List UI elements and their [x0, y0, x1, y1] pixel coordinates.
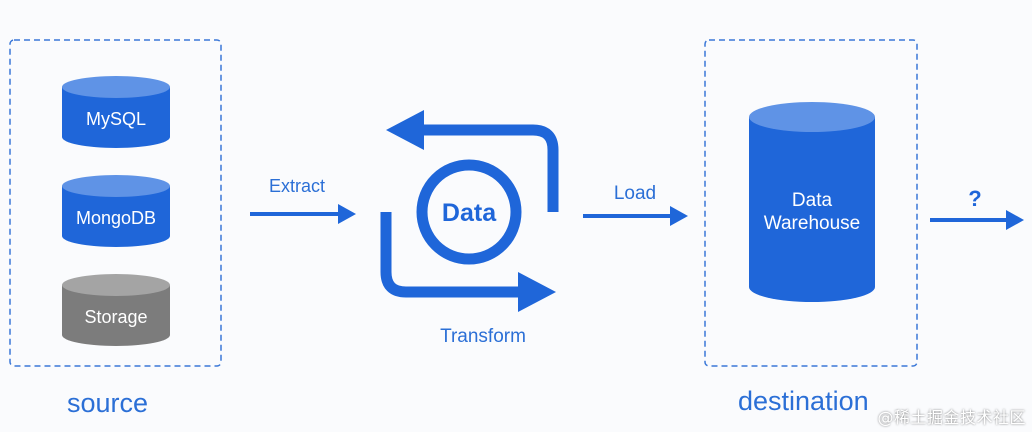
data-warehouse-icon: Data Warehouse [749, 102, 875, 302]
load-label: Load [614, 183, 656, 204]
transform-center-label: Data [442, 199, 497, 227]
destination-title: destination [738, 386, 869, 416]
load-arrow-icon [583, 206, 688, 226]
transform-cycle-icon [380, 110, 559, 312]
mysql-label: MySQL [86, 109, 146, 129]
source-title: source [67, 388, 149, 418]
mysql-database-icon: MySQL [62, 76, 170, 148]
next-step-arrow-icon [930, 210, 1024, 230]
warehouse-label-line1: Data [792, 190, 833, 211]
mongodb-database-icon: MongoDB [62, 175, 170, 247]
source-box [9, 39, 222, 367]
warehouse-label-line2: Warehouse [764, 213, 860, 234]
storage-label: Storage [84, 307, 147, 327]
watermark: @稀土掘金技术社区 [877, 408, 1026, 427]
mongodb-label: MongoDB [76, 208, 156, 228]
transform-label: Transform [440, 326, 526, 347]
extract-arrow-icon [250, 204, 356, 224]
extract-label: Extract [269, 176, 325, 196]
destination-box [704, 39, 918, 367]
next-step-label: ? [968, 186, 981, 211]
storage-database-icon: Storage [62, 274, 170, 346]
